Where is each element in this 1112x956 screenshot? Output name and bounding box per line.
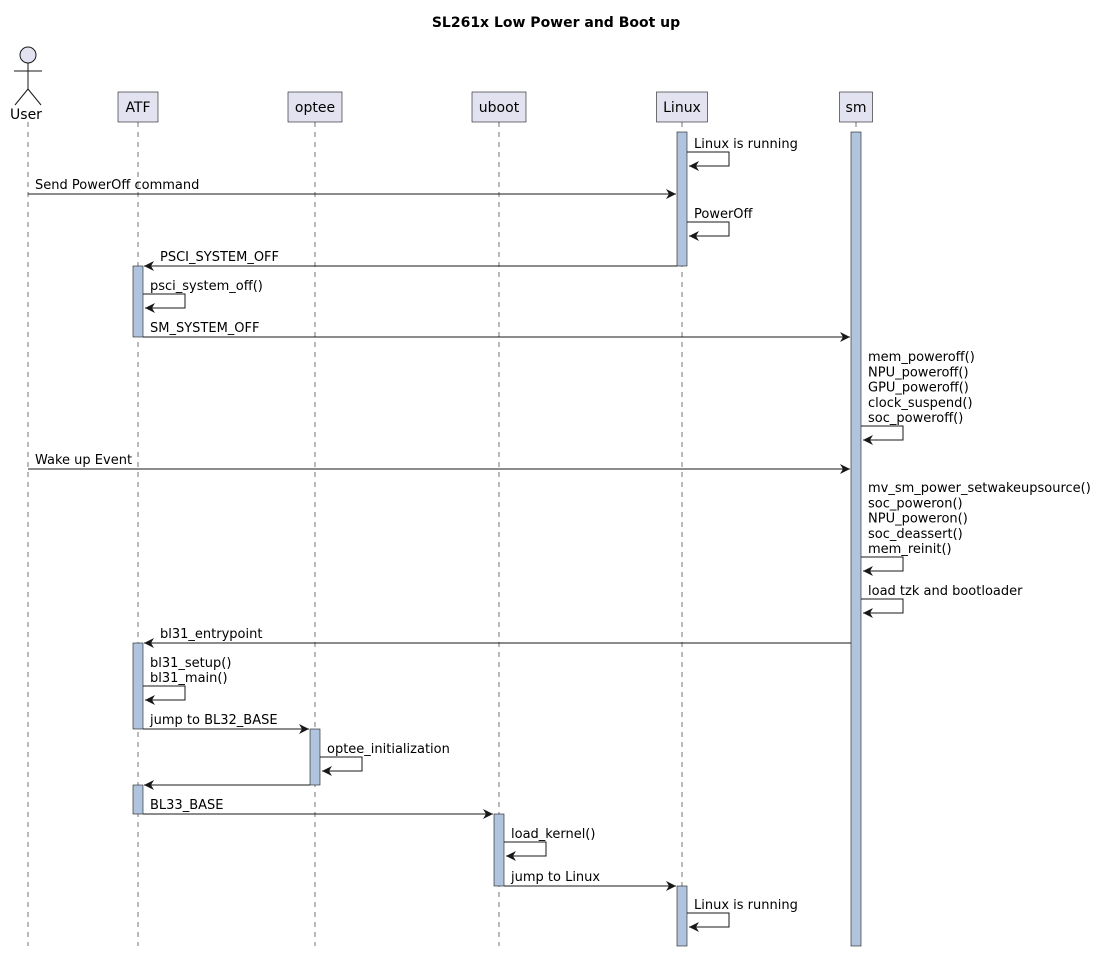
- participant-sm: sm: [839, 91, 873, 123]
- message-label: NPU_poweroff(): [868, 365, 969, 380]
- message: mv_sm_power_setwakeupsource()soc_poweron…: [861, 481, 1091, 576]
- activations: [132, 131, 862, 947]
- actor-icon: [14, 46, 42, 106]
- message: BL33_BASE: [143, 798, 493, 819]
- participant-label: uboot: [479, 100, 520, 116]
- activation-bar-linux: [676, 885, 688, 947]
- message-label: mv_sm_power_setwakeupsource(): [868, 481, 1091, 496]
- message-label: PowerOff: [694, 207, 754, 222]
- message: Send PowerOff command: [28, 178, 676, 199]
- participant-uboot: uboot: [471, 91, 527, 123]
- self-message-arrow: [687, 221, 730, 241]
- message: bl31_entrypoint: [144, 627, 851, 648]
- participant-box: [117, 91, 159, 123]
- message-label: load tzk and bootloader: [868, 584, 1023, 599]
- self-message-arrow: [320, 756, 363, 776]
- message-label: Linux is running: [694, 898, 798, 913]
- message-label: PSCI_SYSTEM_OFF: [160, 250, 279, 265]
- message: PSCI_SYSTEM_OFF: [144, 250, 677, 271]
- message-label: BL33_BASE: [150, 798, 223, 813]
- message-label: clock_suspend(): [868, 396, 973, 411]
- message: optee_initialization: [320, 742, 450, 776]
- message-label: soc_poweroff(): [868, 411, 963, 426]
- activation-bar-atf: [132, 265, 144, 338]
- participant-box: [839, 91, 873, 123]
- message: Wake up Event: [28, 453, 850, 474]
- message-label: jump to Linux: [510, 870, 600, 885]
- activation-bar-sm: [850, 131, 862, 947]
- message: load_kernel(): [504, 827, 595, 861]
- self-message-arrow: [504, 841, 547, 861]
- message-label: NPU_poweron(): [868, 512, 968, 527]
- message: bl31_setup()bl31_main(): [143, 656, 231, 705]
- participant-user: User: [10, 46, 42, 123]
- participant-label: ATF: [125, 100, 150, 116]
- self-message-arrow: [143, 293, 186, 313]
- participant-box: [287, 91, 343, 123]
- message: SM_SYSTEM_OFF: [143, 321, 850, 342]
- self-message-arrow: [687, 912, 730, 932]
- activation-bar-atf: [132, 642, 144, 730]
- message-label: bl31_main(): [150, 671, 228, 686]
- message-label: soc_poweron(): [868, 496, 963, 511]
- participant-atf: ATF: [117, 91, 159, 123]
- lifelines: [27, 122, 857, 946]
- message: psci_system_off(): [143, 279, 263, 313]
- message-label: Send PowerOff command: [35, 178, 199, 193]
- message-label: soc_deassert(): [868, 527, 963, 542]
- message-label: GPU_poweroff(): [868, 381, 969, 396]
- message-label: mem_reinit(): [868, 542, 952, 557]
- message-label: bl31_entrypoint: [160, 627, 262, 642]
- activation-bar-uboot: [493, 813, 505, 887]
- participant-linux: Linux: [656, 91, 708, 123]
- message: load tzk and bootloader: [861, 584, 1023, 618]
- activation-bar-atf: [132, 784, 144, 815]
- participant-label: Linux: [663, 100, 701, 116]
- message: jump to BL32_BASE: [143, 713, 309, 734]
- self-message-arrow: [861, 425, 904, 445]
- message: PowerOff: [687, 207, 754, 241]
- activation-bar-optee: [309, 728, 321, 786]
- self-message-arrow: [687, 151, 730, 171]
- participant-label: optee: [295, 100, 335, 116]
- message-label: psci_system_off(): [150, 279, 263, 294]
- diagram-title: SL261x Low Power and Boot up: [432, 15, 680, 31]
- message-label: bl31_setup(): [150, 656, 231, 671]
- message: Linux is running: [687, 898, 798, 932]
- self-message-arrow: [143, 685, 186, 705]
- message-label: Linux is running: [694, 137, 798, 152]
- message-label: SM_SYSTEM_OFF: [150, 321, 259, 336]
- self-message-arrow: [861, 556, 904, 576]
- message-label: optee_initialization: [327, 742, 450, 757]
- message-label: Wake up Event: [35, 453, 132, 468]
- participant-label: sm: [846, 100, 867, 116]
- message: Linux is running: [687, 137, 798, 171]
- message-label: mem_poweroff(): [868, 350, 975, 365]
- participant-box: [471, 91, 527, 123]
- activation-bar-linux: [676, 131, 688, 267]
- participants: User ATF optee uboot Linux sm: [10, 46, 873, 123]
- participant-box: [656, 91, 708, 123]
- participant-optee: optee: [287, 91, 343, 123]
- message-label: load_kernel(): [511, 827, 595, 842]
- message-label: jump to BL32_BASE: [149, 713, 278, 728]
- message: jump to Linux: [504, 870, 676, 891]
- participant-label: User: [10, 107, 42, 123]
- self-message-arrow: [861, 598, 904, 618]
- message: mem_poweroff()NPU_poweroff()GPU_poweroff…: [861, 350, 975, 445]
